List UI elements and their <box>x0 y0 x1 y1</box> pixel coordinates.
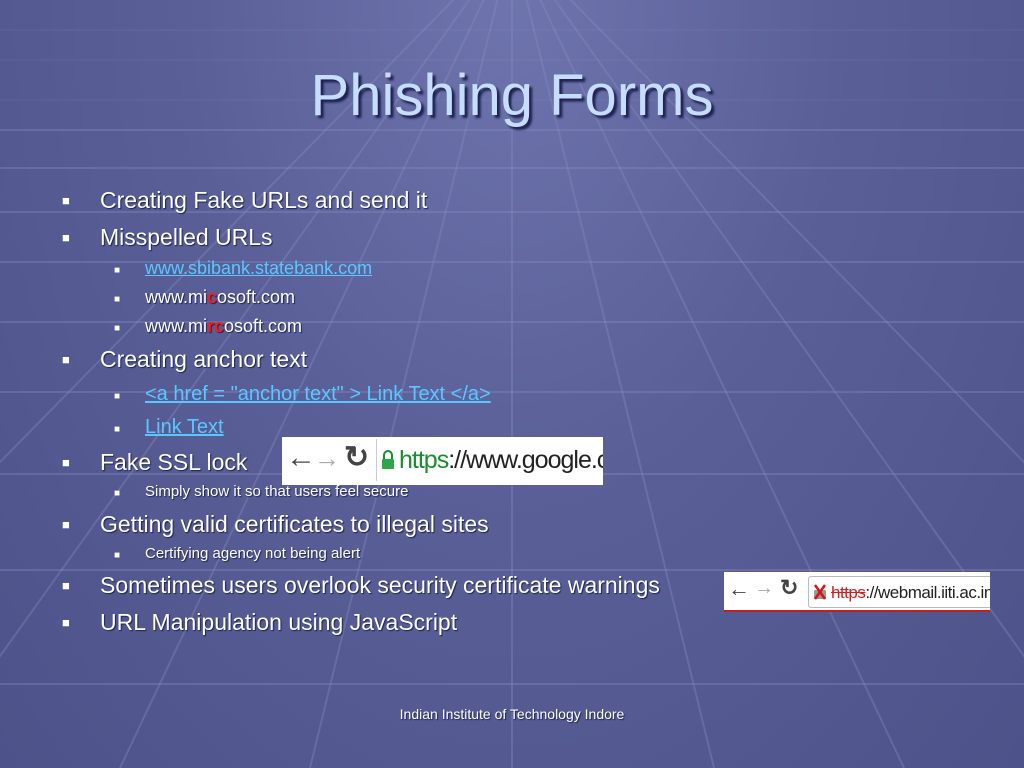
slide-title: Phishing Forms <box>310 63 714 128</box>
bullet-misspelled-urls: Misspelled URLs <box>100 224 273 250</box>
broken-lock-icon <box>813 584 827 600</box>
bullet-anchor-text: Creating anchor text <box>100 346 308 372</box>
sub-bullet-marker: ■ <box>114 294 121 305</box>
sub-item-show-secure: Simply show it so that users feel secure <box>145 483 409 500</box>
url-rest: ://www.google.co.in/ <box>448 446 603 474</box>
bullet-fake-ssl-lock: Fake SSL lock <box>100 449 248 475</box>
lock-icon <box>382 450 394 469</box>
sub-bullet-marker: ■ <box>114 488 121 499</box>
bullet-marker: ■ <box>62 455 70 470</box>
url-scheme: https <box>831 583 866 602</box>
back-arrow-icon: ← <box>728 576 750 601</box>
bullet-valid-certificates: Getting valid certificates to illegal si… <box>100 511 489 537</box>
anchor-code-link[interactable]: <a href = "anchor text" > Link Text </a> <box>145 383 491 405</box>
sub-item-anchor-code[interactable]: <a href = "anchor text" > Link Text </a> <box>145 383 491 406</box>
address-field: https://webmail.iiti.ac.in <box>808 576 990 608</box>
url-text: https://www.google.co.in/ <box>399 446 603 475</box>
bullet-marker: ■ <box>62 230 70 245</box>
misspelled-part: rc <box>207 316 225 336</box>
sub-bullet-marker: ■ <box>114 391 121 402</box>
bullet-fake-urls: Creating Fake URLs and send it <box>100 187 428 213</box>
url-prefix: www.mi <box>145 316 207 336</box>
bullet-overlook-warnings: Sometimes users overlook security certif… <box>100 572 660 598</box>
slide-footer: Indian Institute of Technology Indore <box>399 706 625 722</box>
browser-bar-webmail: ← → ↻ https://webmail.iiti.ac.in <box>724 572 990 612</box>
bullet-marker: ■ <box>62 517 70 532</box>
sub-item-sbibank-link[interactable]: www.sbibank.statebank.com <box>145 258 372 279</box>
bullet-marker: ■ <box>62 352 70 367</box>
bullet-marker: ■ <box>62 193 70 208</box>
bullet-marker: ■ <box>62 615 70 630</box>
sub-bullet-marker: ■ <box>114 550 121 561</box>
reload-icon: ↻ <box>780 575 799 600</box>
url-scheme: https <box>399 446 449 474</box>
sub-item-link-text[interactable]: Link Text <box>145 416 224 439</box>
browser-bar-google: ← → ↻ https://www.google.co.in/ <box>282 437 603 485</box>
back-arrow-icon: ← <box>286 441 316 474</box>
sub-bullet-marker: ■ <box>114 265 121 276</box>
sbibank-link[interactable]: www.sbibank.statebank.com <box>145 258 373 278</box>
url-suffix: osoft.com <box>224 316 303 336</box>
url-text: https://webmail.iiti.ac.in <box>831 583 990 603</box>
address-field: https://www.google.co.in/ <box>376 439 603 481</box>
misspelled-part: c <box>207 287 218 307</box>
sub-bullet-marker: ■ <box>114 323 121 334</box>
link-text-link[interactable]: Link Text <box>145 416 224 438</box>
sub-item-certifying-agency: Certifying agency not being alert <box>145 545 361 562</box>
url-rest: ://webmail.iiti.ac.in <box>865 583 990 602</box>
forward-arrow-icon: → <box>314 443 340 473</box>
sub-item-micosoft: www.micosoft.com <box>145 287 295 308</box>
bullet-marker: ■ <box>62 578 70 593</box>
url-suffix: osoft.com <box>217 287 296 307</box>
sub-bullet-marker: ■ <box>114 424 121 435</box>
sub-item-mircosoft: www.mircosoft.com <box>145 316 302 337</box>
url-prefix: www.mi <box>145 287 207 307</box>
forward-arrow-icon: → <box>754 577 774 599</box>
bullet-url-manipulation: URL Manipulation using JavaScript <box>100 609 458 635</box>
reload-icon: ↻ <box>344 441 370 474</box>
